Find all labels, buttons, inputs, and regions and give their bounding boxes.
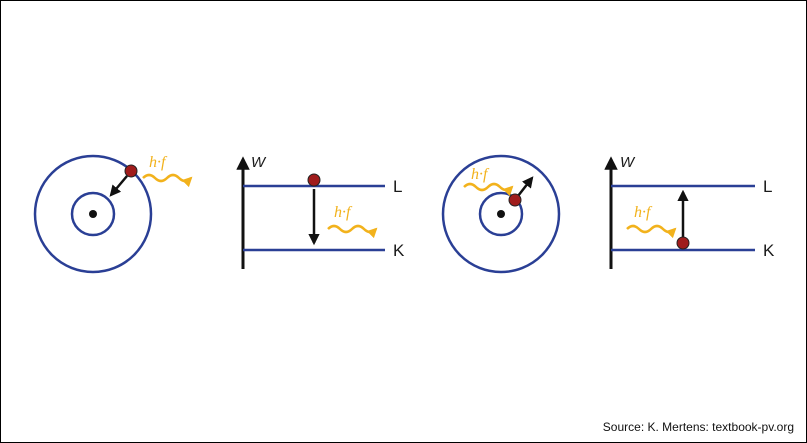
electron	[508, 193, 522, 207]
photon-wave-arrow	[463, 182, 514, 197]
inner-orbit	[478, 191, 524, 237]
electron-transition-arrow	[109, 175, 128, 197]
absorption-level-panel: W L K h·f	[604, 154, 775, 269]
energy-axis-label: W	[251, 154, 267, 171]
outer-orbit	[33, 154, 153, 274]
photon-wave-arrow	[626, 224, 677, 239]
nucleus	[89, 210, 97, 218]
inner-orbit	[70, 191, 116, 237]
photon-label: h·f	[334, 204, 353, 221]
electron	[124, 164, 138, 178]
photon-label: h·f	[471, 166, 490, 183]
electron	[307, 173, 321, 187]
photon-label: h·f	[634, 204, 653, 221]
energy-axis-label: W	[620, 154, 636, 171]
source-credit: Source: K. Mertens: textbook-pv.org	[602, 420, 794, 434]
level-k-label: K	[393, 241, 405, 260]
nucleus	[497, 210, 505, 218]
emission-level-panel: W L K h·f	[236, 154, 405, 269]
photon-label: h·f	[149, 154, 168, 171]
emission-atom-panel: h·f	[33, 154, 193, 274]
outer-orbit	[441, 154, 561, 274]
level-l-label: L	[763, 177, 772, 196]
absorption-atom-panel: h·f	[441, 154, 561, 274]
level-k-label: K	[763, 241, 775, 260]
level-l-label: L	[393, 177, 402, 196]
photon-wave-arrow	[327, 224, 378, 239]
photon-wave-arrow	[142, 173, 193, 188]
electron-transition-arrow	[517, 176, 534, 197]
electron	[676, 236, 690, 250]
